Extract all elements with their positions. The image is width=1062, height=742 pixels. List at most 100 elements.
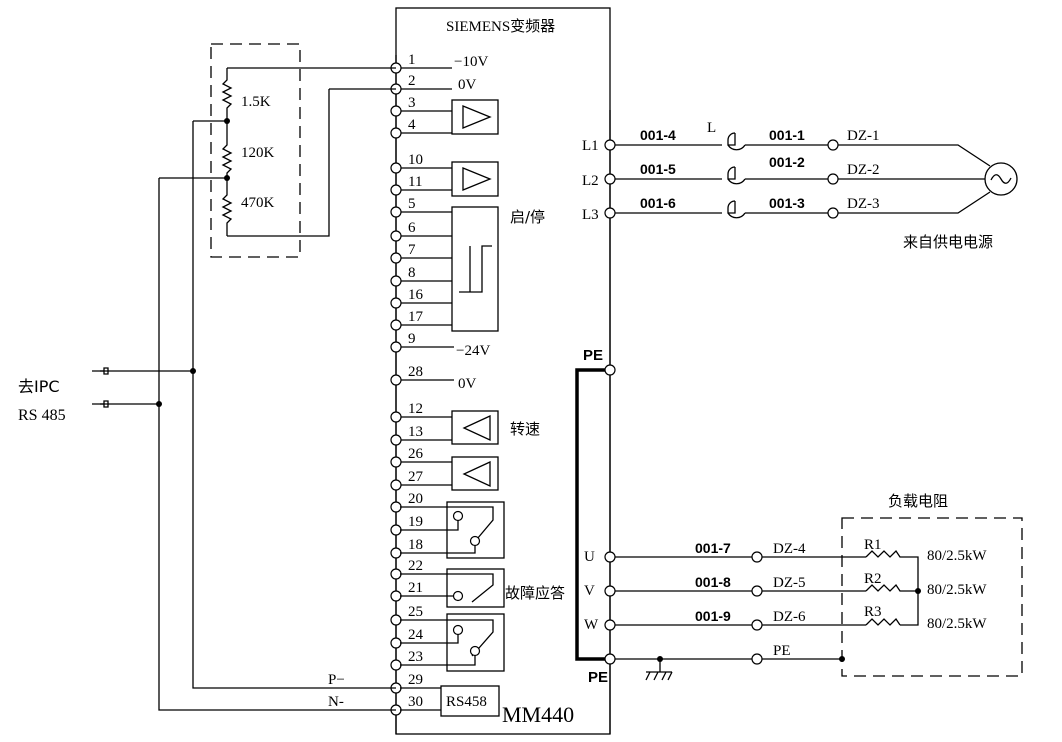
terminal-16 <box>390 297 402 309</box>
supply-source-label: 来自供电电源 <box>903 233 993 251</box>
terminal-18 <box>390 547 402 559</box>
r3-label: R3 <box>864 604 882 620</box>
terminal-11 <box>390 184 402 196</box>
relay-3 <box>400 613 505 672</box>
terminal-20 <box>390 501 402 513</box>
terminal-13 <box>390 434 402 446</box>
pe-bottom-label: PE <box>588 669 608 686</box>
dz-2: DZ-2 <box>847 162 880 178</box>
terminal-number: 24 <box>408 627 424 643</box>
wire-001-5: 001-5 <box>640 161 676 177</box>
terminal-3 <box>390 105 402 117</box>
label-speed: 转速 <box>510 420 540 438</box>
schmitt-icon <box>459 245 492 293</box>
terminal-number: 30 <box>408 694 423 710</box>
potentiometer-box <box>210 43 301 258</box>
load-title: 负载电阻 <box>888 492 948 510</box>
supply-lines <box>610 132 1018 219</box>
terminal-23 <box>390 659 402 671</box>
reactor-icon <box>727 166 746 185</box>
terminal-21 <box>390 590 402 602</box>
wire-001-6: 001-6 <box>640 195 676 211</box>
wire-001-8: 001-8 <box>695 574 731 590</box>
amplifier-icon <box>462 105 492 129</box>
dz-5: DZ-5 <box>773 575 806 591</box>
wire-001-3: 001-3 <box>769 195 805 211</box>
p-label: P− <box>328 672 345 688</box>
terminal-number: 3 <box>408 95 416 111</box>
terminal-number: 26 <box>408 446 424 462</box>
terminal-number: 8 <box>408 265 416 281</box>
ac-source-icon <box>984 162 1018 196</box>
pe-bond <box>575 368 610 661</box>
inverter-title: SIEMENS变频器 <box>446 18 555 35</box>
terminal-10 <box>390 162 402 174</box>
terminal-number: 23 <box>408 649 423 665</box>
terminal-number: 27 <box>408 469 424 485</box>
terminal-22 <box>390 568 402 580</box>
r2-rating: 80/2.5kW <box>927 582 987 598</box>
terminal-number: 10 <box>408 152 423 168</box>
terminal-number: 12 <box>408 401 423 417</box>
reactor-icon <box>727 132 746 151</box>
relay-2 <box>400 568 505 608</box>
comm-label-2: RS 485 <box>18 407 66 424</box>
load-box <box>841 517 1023 677</box>
terminal-number: 22 <box>408 558 423 574</box>
r2-label: R2 <box>864 571 882 587</box>
dz-1: DZ-1 <box>847 128 880 144</box>
pot-resistor-3: 470K <box>241 195 275 211</box>
label-t28-voltage: 0V <box>458 376 477 392</box>
dz-6: DZ-6 <box>773 609 806 625</box>
resistor-chain-icon <box>221 68 233 236</box>
label-t9-voltage: −24V <box>456 343 490 359</box>
terminal-number: 11 <box>408 174 422 190</box>
reactor-icon <box>727 200 746 219</box>
terminal-26 <box>390 456 402 468</box>
terminal-9 <box>390 341 402 353</box>
terminal-28 <box>390 374 402 386</box>
term-u: U <box>584 549 595 565</box>
term-v: V <box>584 583 595 599</box>
arrow-out-icon <box>92 400 109 408</box>
resistor-r2-icon <box>865 583 918 592</box>
relay-1 <box>400 501 505 559</box>
terminal-25 <box>390 614 402 626</box>
n-label: N- <box>328 694 344 710</box>
terminal-number: 21 <box>408 580 423 596</box>
terminal-number: 25 <box>408 604 423 620</box>
terminal-number: 18 <box>408 537 423 553</box>
terminal-number: 20 <box>408 491 423 507</box>
arrow-out-icon <box>92 367 109 375</box>
reactor-label: L <box>707 120 716 136</box>
terminal-number: 13 <box>408 424 423 440</box>
terminal-4 <box>390 127 402 139</box>
wire-001-2: 001-2 <box>769 154 805 170</box>
terminal-number: 29 <box>408 672 423 688</box>
analog-input-1 <box>451 99 499 135</box>
pe-output-label: PE <box>773 643 791 659</box>
terminal-27 <box>390 479 402 491</box>
label-t2-voltage: 0V <box>458 77 477 93</box>
terminal-number: 28 <box>408 364 423 380</box>
terminal-12 <box>390 411 402 423</box>
resistor-r3-icon <box>865 617 901 626</box>
analog-output-1 <box>451 410 499 445</box>
label-start-stop: 启/停 <box>510 208 545 226</box>
pot-resistor-2: 120K <box>241 145 275 161</box>
pot-resistor-1: 1.5K <box>241 94 271 110</box>
terminal-number: 1 <box>408 52 416 68</box>
term-l2: L2 <box>582 173 599 189</box>
wire-001-4: 001-4 <box>640 127 676 143</box>
ground-icon <box>645 659 673 681</box>
label-fault-ack: 故障应答 <box>505 584 565 602</box>
terminal-number: 9 <box>408 331 416 347</box>
rs-block <box>440 685 500 717</box>
inverter-model: MM440 <box>502 702 574 727</box>
amplifier-icon <box>462 460 491 488</box>
term-l1: L1 <box>582 138 599 154</box>
rs-block-label: RS458 <box>446 694 487 710</box>
terminal-8 <box>390 275 402 287</box>
dz-3: DZ-3 <box>847 196 880 212</box>
pe-top-label: PE <box>583 347 603 364</box>
